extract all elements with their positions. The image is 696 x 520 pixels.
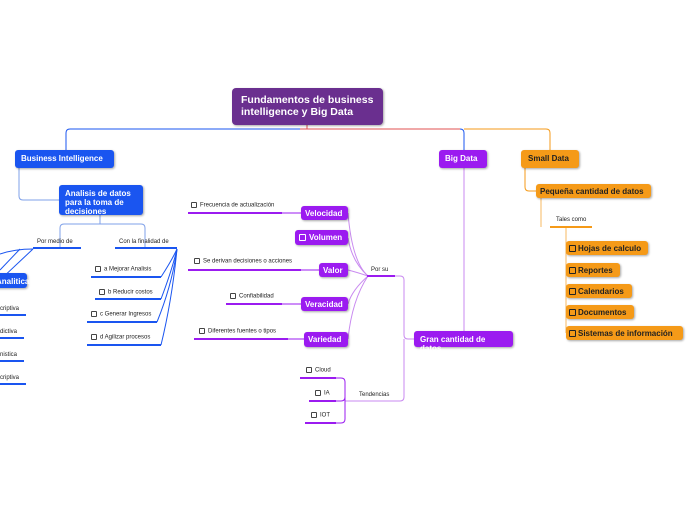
checkbox-icon[interactable] — [230, 293, 236, 299]
variedad-detail[interactable]: Diferentes fuentes o tipos — [199, 328, 276, 336]
checkbox-icon[interactable] — [99, 289, 105, 295]
analytics-type-2-underline — [0, 337, 24, 339]
small-item-sistemas[interactable]: Sistemas de información — [566, 326, 683, 340]
purpose-item-4[interactable]: d Agilizar procesos — [91, 334, 150, 342]
analitica-label: Analitica — [0, 277, 30, 286]
business-intelligence-topic[interactable]: Business Intelligence — [15, 150, 114, 168]
analitica-topic[interactable]: Analitica — [0, 273, 30, 288]
pequena-cantidad-label: Pequeña cantidad de datos — [540, 187, 644, 196]
checkbox-icon[interactable] — [311, 412, 317, 418]
root-topic[interactable]: Fundamentos de business intelligence y B… — [232, 88, 383, 125]
checkbox-icon[interactable] — [569, 267, 576, 275]
valor-detail[interactable]: Se derivan decisiones o acciones — [194, 258, 292, 266]
checkbox-icon[interactable] — [569, 330, 576, 338]
velocidad-detail-underline — [188, 212, 282, 214]
veracidad-detail-underline — [226, 303, 282, 305]
checkbox-icon[interactable] — [569, 245, 576, 253]
purpose-item-4-underline — [87, 344, 161, 346]
por-su-label: Por su — [371, 267, 389, 273]
analytics-type-2: dictiva — [0, 329, 18, 335]
analytics-type-1: criptiva — [0, 306, 20, 312]
checkbox-icon[interactable] — [199, 328, 205, 334]
analytics-type-3: nistica — [0, 352, 18, 358]
volumen-label: Volumen — [309, 233, 343, 242]
valor-label: Valor — [323, 266, 343, 275]
small-data-label: Small Data — [528, 154, 569, 163]
volumen-topic[interactable]: Volumen — [295, 230, 348, 245]
veracidad-detail[interactable]: Confiabilidad — [230, 293, 274, 301]
analytics-type-1-underline — [0, 314, 26, 316]
small-data-topic[interactable]: Small Data — [521, 150, 579, 168]
valor-detail-underline — [188, 269, 301, 271]
veracidad-label: Veracidad — [305, 300, 343, 309]
checkbox-icon[interactable] — [91, 334, 97, 340]
checkbox-icon[interactable] — [191, 202, 197, 208]
big-data-topic[interactable]: Big Data — [439, 150, 487, 168]
analysis-topic[interactable]: Analisis de datos para la toma de decisi… — [59, 185, 143, 216]
con-la-finalidad-label: Con la finalidad de — [119, 239, 169, 245]
trend-ia-underline — [309, 400, 336, 402]
variedad-topic[interactable]: Variedad — [304, 332, 348, 347]
variedad-label: Variedad — [308, 335, 342, 344]
checkbox-icon[interactable] — [194, 258, 200, 264]
por-medio-de-label: Por medio de — [37, 239, 73, 245]
purpose-item-2[interactable]: b Reducir costos — [99, 289, 153, 297]
root-topic-label: Fundamentos de business intelligence y B… — [241, 94, 374, 118]
trend-cloud-underline — [300, 377, 336, 379]
purpose-item-1-underline — [91, 276, 161, 278]
tales-como-label: Tales como — [556, 217, 587, 223]
small-item-documentos[interactable]: Documentos — [566, 305, 634, 319]
velocidad-detail[interactable]: Frecuencia de actualización — [191, 202, 274, 210]
variedad-detail-underline — [194, 338, 288, 340]
tendencias-label: Tendencias — [359, 392, 390, 398]
purpose-item-3[interactable]: c Generar Ingresos — [91, 311, 151, 319]
por-medio-de-underline — [33, 247, 81, 249]
checkbox-icon[interactable] — [306, 367, 312, 373]
velocidad-label: Velocidad — [305, 209, 343, 218]
velocidad-topic[interactable]: Velocidad — [301, 206, 348, 220]
por-su-underline — [367, 275, 395, 277]
analytics-type-4-underline — [0, 383, 26, 385]
checkbox-icon[interactable] — [315, 390, 321, 396]
analytics-type-3-underline — [0, 360, 24, 362]
trend-cloud[interactable]: Cloud — [306, 367, 331, 375]
small-item-hojas[interactable]: Hojas de calculo — [566, 241, 648, 255]
small-item-reportes[interactable]: Reportes — [566, 263, 620, 277]
checkbox-icon[interactable] — [299, 234, 306, 242]
business-intelligence-label: Business Intelligence — [21, 154, 103, 163]
checkbox-icon[interactable] — [91, 311, 97, 317]
analysis-label: Analisis de datos para la toma de decisi… — [65, 189, 131, 216]
small-item-calendarios[interactable]: Calendarios — [566, 284, 632, 298]
gran-cantidad-label: Gran cantidad de datos — [420, 335, 486, 353]
purpose-item-3-underline — [87, 321, 157, 323]
checkbox-icon[interactable] — [95, 266, 101, 272]
veracidad-topic[interactable]: Veracidad — [301, 297, 348, 311]
purpose-item-1[interactable]: a Mejorar Analisis — [95, 266, 151, 274]
checkbox-icon[interactable] — [569, 309, 576, 317]
pequena-cantidad-topic[interactable]: Pequeña cantidad de datos — [536, 184, 651, 198]
valor-topic[interactable]: Valor — [319, 263, 348, 277]
trend-iot-underline — [305, 422, 336, 424]
big-data-label: Big Data — [445, 154, 478, 163]
analytics-type-4: criptiva — [0, 375, 20, 381]
gran-cantidad-topic[interactable]: Gran cantidad de datos — [414, 331, 513, 353]
purpose-item-2-underline — [95, 298, 161, 300]
checkbox-icon[interactable] — [569, 288, 576, 296]
trend-ia[interactable]: IA — [315, 390, 330, 398]
con-la-finalidad-underline — [115, 247, 177, 249]
tales-como-underline — [550, 226, 592, 228]
trend-iot[interactable]: IOT — [311, 412, 330, 420]
